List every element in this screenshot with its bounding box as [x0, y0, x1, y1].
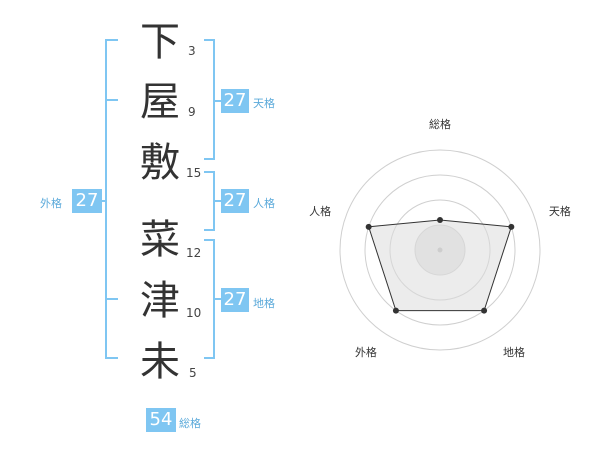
radar-ring: [364, 174, 516, 326]
radar-point-1: [437, 217, 443, 223]
radar-axis-label-1: 総格: [429, 117, 451, 131]
jinkaku-badge: 27: [221, 189, 249, 213]
stroke-count-1: 3: [188, 44, 196, 58]
chikaku-label: 地格: [253, 297, 275, 310]
radar-point-5: [365, 223, 372, 230]
name-char-3: 敷: [140, 140, 180, 186]
stroke-count-2: 9: [188, 105, 196, 119]
radar-point-3: [481, 307, 488, 314]
radar-axis-label-4: 外格: [355, 345, 377, 359]
radar-polygon: [368, 219, 512, 312]
stroke-count-5: 10: [186, 306, 202, 320]
gaikaku-badge: 27: [72, 189, 102, 213]
stroke-count-3: 15: [186, 166, 202, 180]
radar-point-4: [392, 307, 399, 314]
name-char-2: 屋: [140, 79, 180, 125]
tenkaku-label: 天格: [253, 97, 275, 110]
stroke-count-4: 12: [186, 246, 202, 260]
name-char-1: 下: [140, 19, 180, 65]
gaikaku-label: 外格: [40, 197, 62, 210]
name-char-5: 津: [140, 278, 180, 324]
radar-ring: [339, 149, 541, 351]
stroke-count-6: 5: [189, 366, 197, 380]
radar-axis-label-5: 人格: [309, 204, 331, 218]
chikaku-badge: 27: [221, 288, 249, 312]
jinkaku-label: 人格: [253, 197, 275, 210]
radar-axis-label-3: 地格: [503, 345, 525, 359]
gaikaku-bracket: [105, 39, 118, 359]
soukaku-badge: 54: [146, 408, 176, 432]
name-char-4: 菜: [140, 217, 180, 263]
tenkaku-badge: 27: [221, 89, 249, 113]
radar-shape: [365, 217, 515, 314]
radar-axis-label-2: 天格: [549, 204, 571, 218]
radar-point-2: [508, 223, 515, 230]
tenkaku-bracket: [204, 39, 215, 160]
name-char-6: 未: [140, 339, 180, 385]
soukaku-label: 総格: [179, 417, 201, 430]
